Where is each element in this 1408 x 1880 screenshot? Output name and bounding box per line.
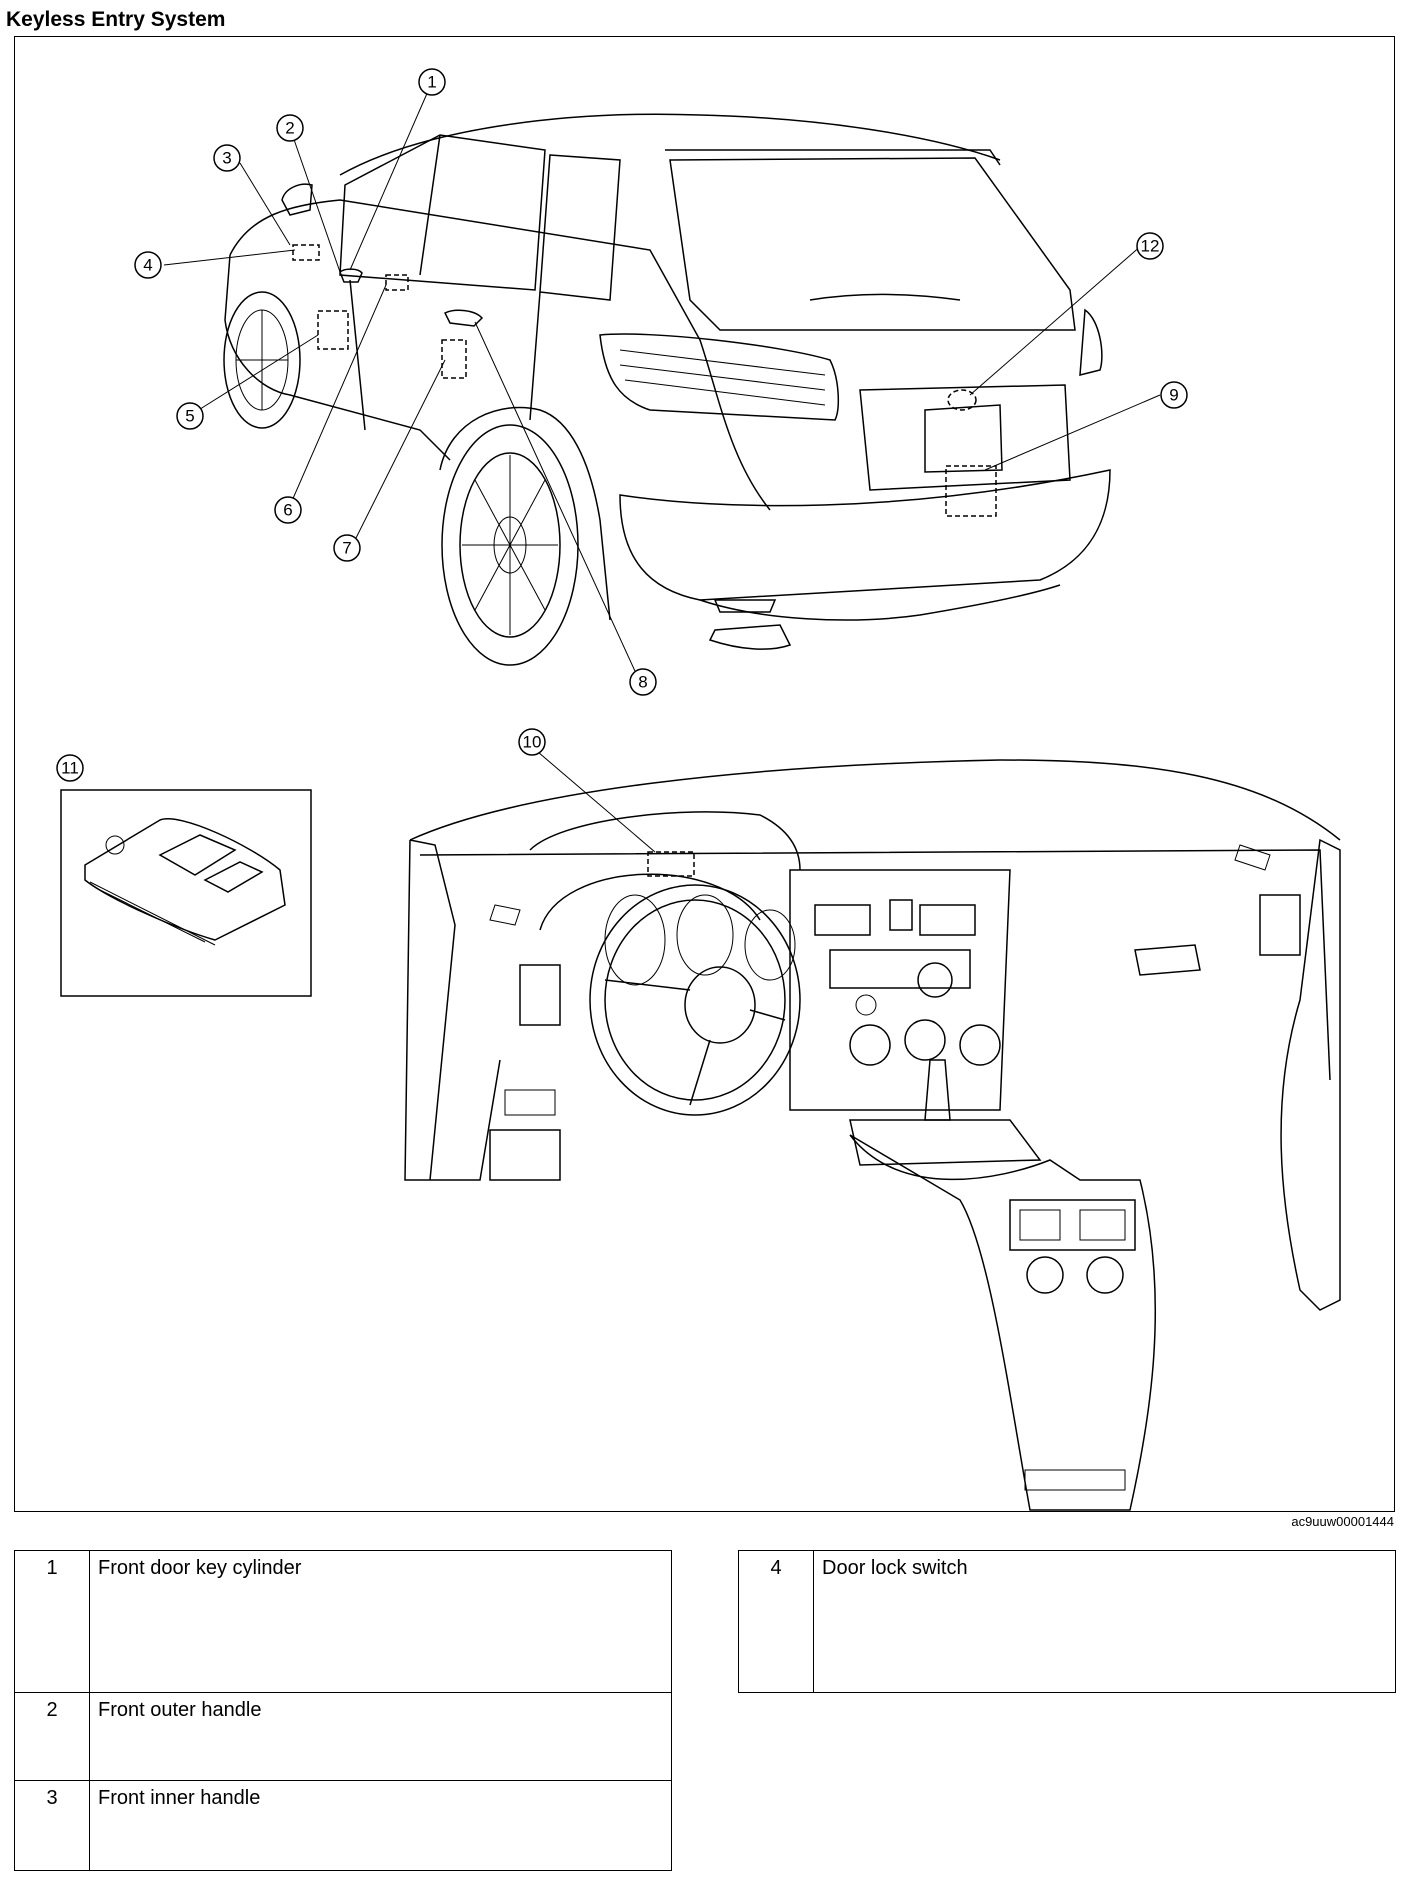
svg-text:1: 1 xyxy=(427,73,436,92)
svg-text:7: 7 xyxy=(342,539,351,558)
callout-11: 11 xyxy=(56,754,84,782)
part-name: Front door key cylinder xyxy=(89,1550,672,1693)
svg-text:2: 2 xyxy=(285,119,294,138)
callout-8: 8 xyxy=(629,668,657,696)
callout-7: 7 xyxy=(333,534,361,562)
callout-2: 2 xyxy=(276,114,304,142)
figure-id: ac9uuw00001444 xyxy=(1291,1514,1394,1529)
callout-9: 9 xyxy=(1160,381,1188,409)
svg-text:9: 9 xyxy=(1169,386,1178,405)
part-name: Front outer handle xyxy=(89,1692,672,1781)
callout-6: 6 xyxy=(274,496,302,524)
svg-text:3: 3 xyxy=(222,149,231,168)
part-number: 1 xyxy=(14,1550,90,1693)
callout-markers: 1 2 3 4 5 6 7 8 9 10 11 12 xyxy=(56,68,1188,782)
svg-text:5: 5 xyxy=(185,407,194,426)
part-name: Door lock switch xyxy=(813,1550,1396,1693)
svg-text:8: 8 xyxy=(638,673,647,692)
parts-table-left: 1 Front door key cylinder 2 Front outer … xyxy=(14,1550,672,1871)
part-number: 2 xyxy=(14,1692,90,1781)
callout-5: 5 xyxy=(176,402,204,430)
part-name: Front inner handle xyxy=(89,1780,672,1871)
table-row: 1 Front door key cylinder xyxy=(14,1550,672,1693)
table-row: 4 Door lock switch xyxy=(738,1550,1396,1693)
callout-12: 12 xyxy=(1136,232,1164,260)
part-number: 4 xyxy=(738,1550,814,1693)
svg-text:10: 10 xyxy=(523,733,542,752)
table-row: 2 Front outer handle xyxy=(14,1692,672,1781)
callout-10: 10 xyxy=(518,728,546,756)
svg-text:11: 11 xyxy=(61,759,79,778)
diagram-frame xyxy=(14,36,1395,1512)
key-fob-inset xyxy=(60,789,312,997)
callout-1: 1 xyxy=(418,68,446,96)
dashboard-illustration xyxy=(404,751,1341,1511)
page-title: Keyless Entry System xyxy=(6,8,226,31)
svg-text:12: 12 xyxy=(1141,237,1160,256)
parts-table-right: 4 Door lock switch xyxy=(738,1550,1396,1693)
part-number: 3 xyxy=(14,1780,90,1871)
svg-text:6: 6 xyxy=(283,501,292,520)
callout-4: 4 xyxy=(134,251,162,279)
svg-text:4: 4 xyxy=(143,256,152,275)
table-row: 3 Front inner handle xyxy=(14,1780,672,1871)
vehicle-illustration xyxy=(163,81,1161,683)
callout-3: 3 xyxy=(213,144,241,172)
